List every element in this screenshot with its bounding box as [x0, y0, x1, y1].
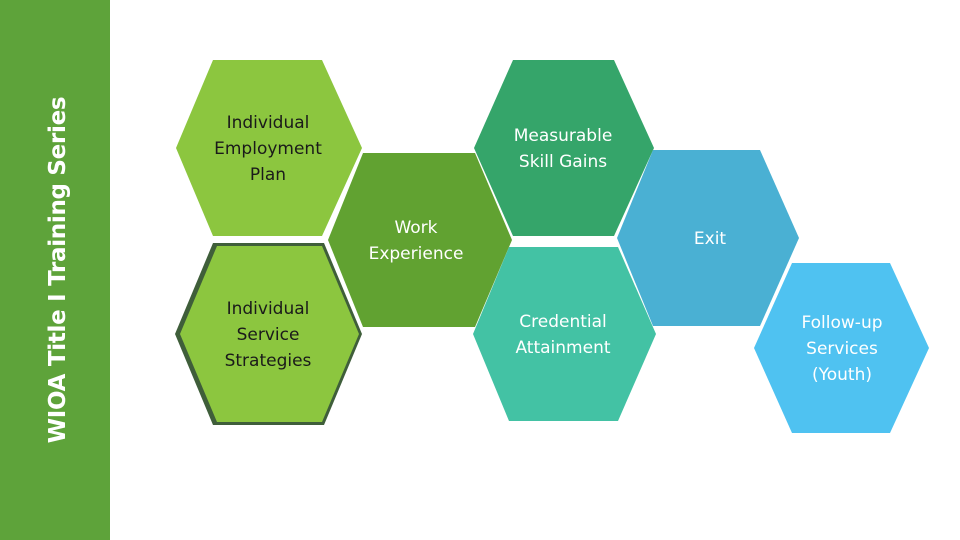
- hexagon-label: Service: [237, 325, 300, 345]
- hexagon-label: (Youth): [812, 365, 872, 385]
- hexagon-label: Plan: [250, 165, 286, 185]
- hexagon-label: Credential: [519, 312, 607, 332]
- hexagon-shape: [617, 150, 799, 326]
- hexagon-shape: [473, 247, 656, 421]
- hexagon-shape: [474, 60, 654, 236]
- hexagon-label: Skill Gains: [519, 152, 607, 172]
- hexagon-label: Individual: [227, 299, 310, 319]
- hexagon-label: Exit: [694, 229, 727, 249]
- hexagon-exit: Exit: [617, 150, 799, 326]
- hexagon-shape: [180, 246, 359, 422]
- hexagon-shape: [176, 60, 362, 236]
- hexagon-label: Services: [806, 339, 878, 359]
- hexagon-shape: [328, 153, 512, 327]
- hexagon-label: Employment: [214, 139, 322, 159]
- sidebar: WIOA Title I Training Series: [0, 0, 110, 540]
- hexagon-label: Experience: [369, 244, 464, 264]
- hexagon-label: Follow-up: [801, 313, 882, 333]
- hexagon-label: Work: [394, 218, 437, 238]
- hexagon-label: Attainment: [515, 338, 610, 358]
- hexagon-shape: [754, 263, 929, 433]
- hexagon-label: Strategies: [225, 351, 312, 371]
- hexagon-label: Individual: [227, 113, 310, 133]
- hexagon-label: Measurable: [514, 126, 613, 146]
